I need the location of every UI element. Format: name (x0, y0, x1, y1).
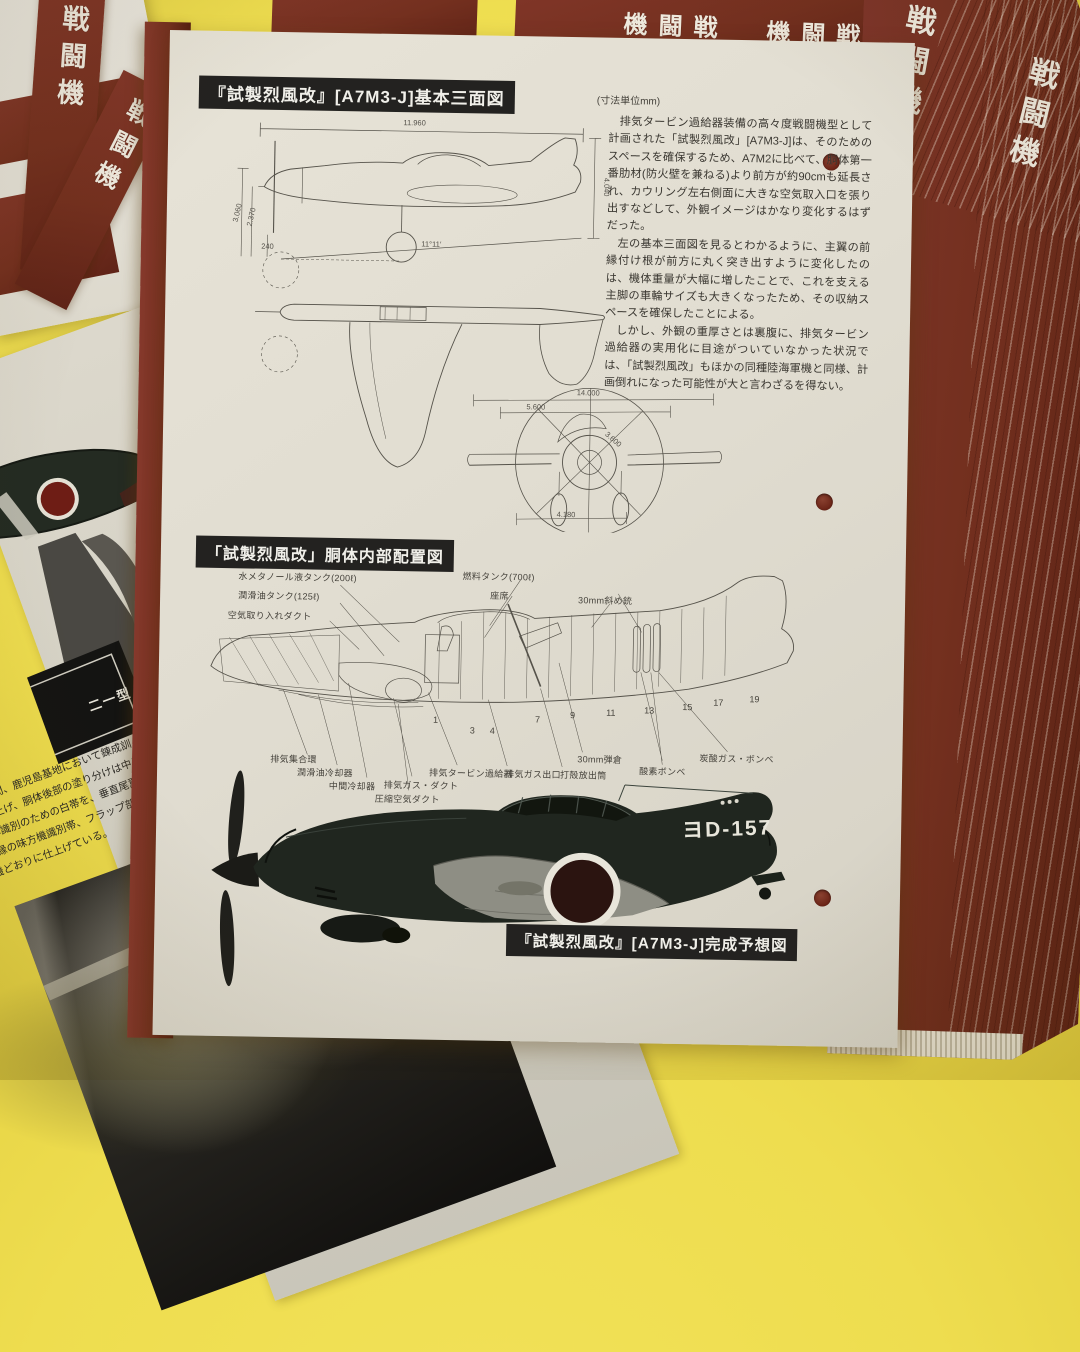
dim-nose3: 240 (261, 241, 274, 251)
diagram-label: 水メタノール液タンク(200ℓ) (238, 571, 357, 584)
article-para2: 左の基本三面図を見るとわかるように、主翼の前縁付け根が前方に丸く突き出すように変… (605, 237, 871, 322)
frame-number: 11 (606, 707, 616, 718)
threeview-drawing: 11.960 4.040 3.060 2.370 240 11°11′ 14.0… (206, 106, 733, 535)
frame-number: 13 (644, 705, 655, 716)
dim-angle: 11°11′ (421, 239, 442, 249)
diagram-label: 燃料タンク(700ℓ) (462, 571, 535, 583)
frame-number: 17 (713, 697, 724, 708)
dim-length: 11.960 (403, 118, 426, 128)
frame-number: 4 (489, 725, 495, 736)
article-para3: しかし、外観の重厚さとは裏腹に、排気タービン過給器の実用化に目途がついていなかっ… (603, 324, 869, 394)
section1-note: (寸法単位mm) (596, 95, 661, 108)
tail-code: ヨD-157 (681, 816, 773, 843)
spine-title: 戦闘機 (51, 3, 90, 117)
diagram-label: 排気集合環 (270, 753, 317, 765)
frame-number: 15 (682, 702, 693, 713)
final-caption: 『試製烈風改』[A7M3-J]完成予想図 (505, 924, 798, 962)
internal-layout-diagram: 水メタノール液タンク(200ℓ) 潤滑油タンク(125ℓ) 空気取り入れダクト … (186, 560, 870, 817)
aircraft-illustration: ヨD-157 (163, 765, 827, 1016)
frame-number: 9 (570, 710, 576, 721)
frame-number: 19 (749, 694, 760, 705)
main-page: 『試製烈風改』[A7M3-J]基本三面図 (寸法単位mm) (152, 30, 915, 1048)
frame-number: 1 (432, 714, 439, 725)
diagram-label: 炭酸ガス・ボンベ (699, 753, 774, 765)
diagram-label: 潤滑油タンク(125ℓ) (238, 590, 320, 602)
diagram-label: 30mm弾倉 (577, 754, 623, 766)
diagram-label: 空気取り入れダクト (227, 610, 312, 622)
photo-of-magazine-page: { "colors": { "background_yellow": "#eed… (0, 0, 1080, 1311)
article-para1: 排気タービン過給器装備の高々度戦闘機型として計画された「試製烈風改」[A7M3-… (606, 115, 873, 233)
dim-span: 14.000 (576, 388, 600, 398)
dim-inner-span: 5.600 (526, 402, 546, 412)
punch-hole (815, 493, 834, 511)
frame-number: 7 (534, 714, 541, 725)
frame-number: 3 (469, 725, 475, 736)
article-text: 排気タービン過給器装備の高々度戦闘機型として計画された「試製烈風改」[A7M3-… (604, 114, 873, 397)
diagram-label: 30mm斜め銃 (578, 595, 633, 607)
diagram-label: 座席 (490, 590, 509, 601)
dim-track: 4.180 (556, 509, 576, 520)
